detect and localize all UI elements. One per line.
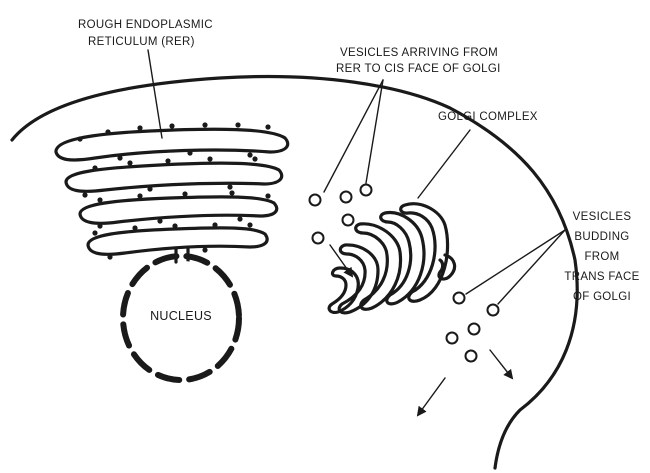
rough-er (56, 122, 288, 259)
er-cisterna-2 (66, 163, 282, 191)
budding-label-line4: TRANS FACE (564, 271, 639, 283)
er-cisterna-1 (56, 129, 288, 160)
rer-label-line2: RETICULUM (RER) (88, 36, 195, 48)
rer-label-line1: ROUGH ENDOPLASMIC (78, 19, 213, 31)
vesicle (361, 185, 372, 196)
budding-label-line1: VESICLES (573, 211, 632, 223)
rer-label: ROUGH ENDOPLASMIC RETICULUM (RER) (78, 19, 213, 48)
vesicle (313, 233, 324, 244)
vesicle (343, 215, 354, 226)
golgi-label: GOLGI COMPLEX (438, 111, 538, 123)
cis-vesicles (310, 185, 372, 244)
er-cisterna-3 (80, 197, 277, 223)
vesicle (310, 195, 321, 206)
vesicle (466, 351, 477, 362)
vesicle (488, 305, 499, 316)
budding-label-line5: OF GOLGI (573, 291, 631, 303)
vesicle (341, 192, 352, 203)
vesicles-arriving-label: VESICLES ARRIVING FROM RER TO CIS FACE O… (336, 47, 501, 75)
rer-leader (148, 50, 162, 138)
budding-label-line3: FROM (584, 251, 619, 263)
arrow-from-golgi-right (490, 350, 512, 378)
vesicle (469, 324, 480, 335)
arrow-from-golgi-down (418, 378, 445, 415)
vesicle (454, 293, 465, 304)
arriving-label-line2: RER TO CIS FACE OF GOLGI (336, 63, 501, 75)
nucleus-label: NUCLEUS (150, 309, 212, 323)
arriving-label-line1: VESICLES ARRIVING FROM (340, 47, 498, 59)
golgi-leader (418, 130, 470, 198)
golgi-cisterna-5 (329, 268, 358, 312)
budding-label-line2: BUDDING (574, 231, 629, 243)
vesicle (447, 333, 458, 344)
